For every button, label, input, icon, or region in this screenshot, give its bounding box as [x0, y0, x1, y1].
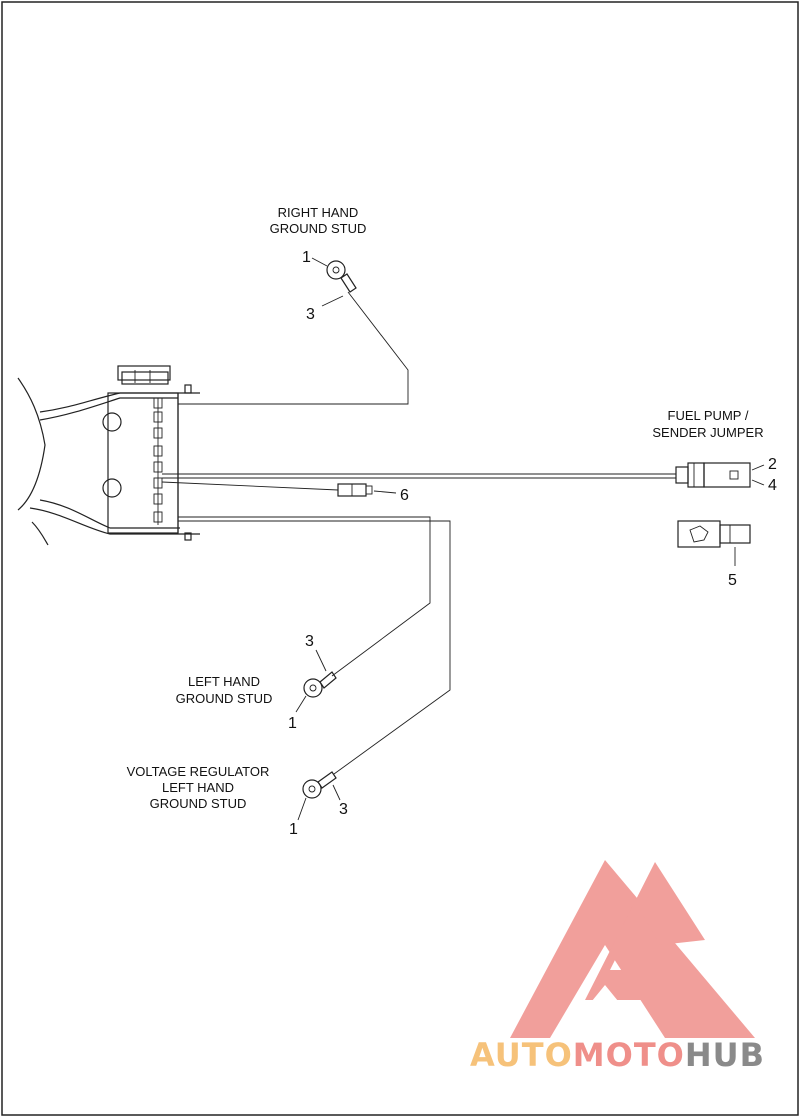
- watermark-part1: AUTO: [470, 1036, 573, 1074]
- callout-lh-terminal: 3: [305, 633, 314, 650]
- callout-splice: 6: [400, 487, 409, 504]
- wire-fuel-pump: [162, 462, 751, 488]
- callout-fp-socket: 5: [728, 572, 737, 589]
- frame-section: [17, 365, 200, 546]
- watermark-triangle: [510, 860, 755, 1038]
- label-fuel-pump-line1: FUEL PUMP /: [668, 408, 749, 423]
- callout-lh-ring: 1: [288, 715, 297, 732]
- label-vr-line3: GROUND STUD: [150, 796, 247, 811]
- callout-rh-terminal: 3: [306, 306, 315, 323]
- watermark-triangle-inner: [585, 862, 705, 1000]
- watermark-text: AUTOMOTOHUB: [470, 1036, 765, 1074]
- wire-splice: [161, 481, 373, 497]
- label-right-hand-line1: RIGHT HAND: [278, 205, 359, 220]
- label-left-hand-line1: LEFT HAND: [188, 674, 260, 689]
- label-fuel-pump-line2: SENDER JUMPER: [652, 425, 763, 440]
- callout-rh-ring: 1: [302, 249, 311, 266]
- ring-terminal-right-hand: [326, 260, 346, 280]
- label-vr-line1: VOLTAGE REGULATOR: [127, 764, 270, 779]
- label-left-hand-line2: GROUND STUD: [176, 691, 273, 706]
- watermark-logo: [510, 860, 755, 1038]
- leader-lines: [295, 257, 765, 821]
- callout-vr-ring: 1: [289, 821, 298, 838]
- frame-hole-upper: [102, 412, 122, 432]
- wire-right-hand-ground: [178, 260, 409, 405]
- fuel-pump-connector: [675, 462, 751, 488]
- callout-vr-terminal: 3: [339, 801, 348, 818]
- label-right-hand-line2: GROUND STUD: [270, 221, 367, 236]
- callout-fp-connector: 2: [768, 456, 777, 473]
- wire-voltage-regulator: [178, 520, 451, 799]
- callout-fp-connector-b: 4: [768, 477, 777, 494]
- watermark-triangle-cut: [570, 985, 640, 1028]
- label-vr-line2: LEFT HAND: [162, 780, 234, 795]
- watermark-part2: MOTO: [573, 1036, 685, 1074]
- ring-terminal-voltage-regulator: [302, 779, 322, 799]
- frame-hole-lower: [102, 478, 122, 498]
- ring-terminal-left-hand: [303, 678, 323, 698]
- fuel-pump-socket: [677, 520, 751, 548]
- wire-left-hand-ground: [178, 516, 431, 698]
- watermark-part3: HUB: [685, 1036, 765, 1074]
